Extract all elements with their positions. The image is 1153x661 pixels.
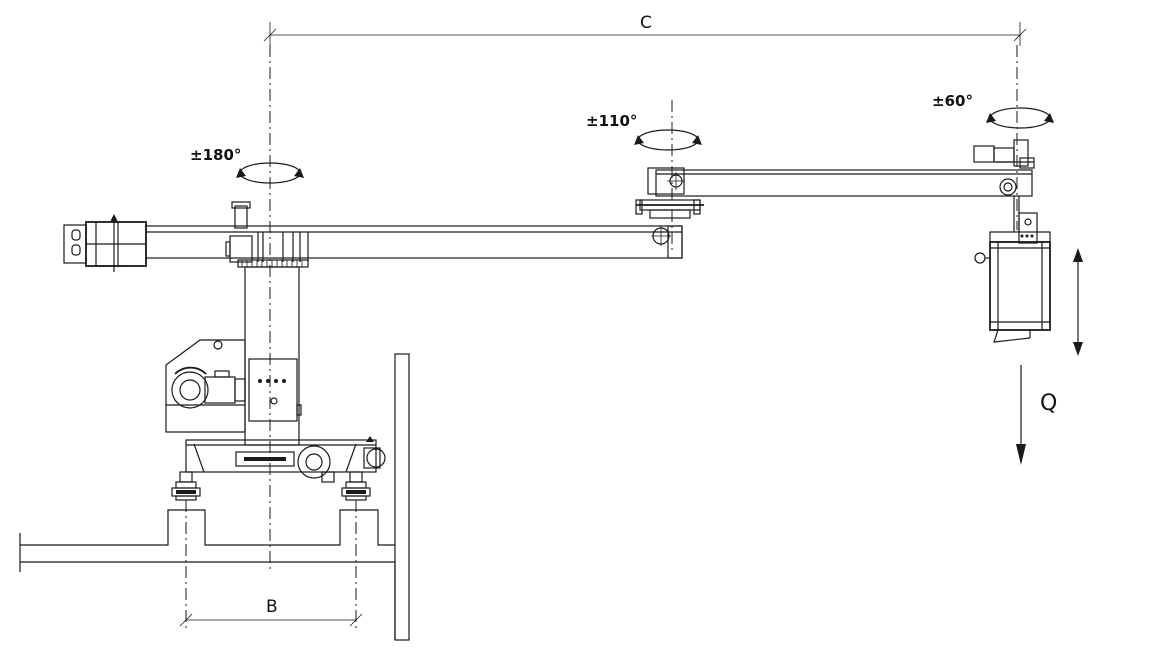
rotation-main-symbol: ±180° [190,146,304,184]
dimension-c: C [263,13,1027,46]
rotation-elbow-symbol: ±110° [586,112,702,151]
gripper-tool [974,241,1051,343]
hanger-bracket [989,196,1051,244]
base-carriage [185,436,386,483]
counterweight [63,214,147,272]
main-column [244,266,302,446]
dimension-b: B [179,500,363,632]
slew-motor [225,201,309,263]
load-arrow: Q [1016,365,1057,465]
load-q-label: Q [1040,391,1057,416]
rotation-end-label: ±60° [932,92,973,110]
left-foot [171,471,201,501]
vertical-stroke-arrow [1073,248,1083,356]
upper-arm [655,169,1033,197]
slewing-ring [237,259,309,268]
dimension-c-label: C [640,13,652,33]
rotation-elbow-label: ±110° [586,112,637,130]
dimension-b-label: B [266,597,278,617]
rotation-end-symbol: ±60° [932,92,1054,129]
rotation-main-label: ±180° [190,146,241,164]
main-beam [145,225,683,259]
drive-housing [165,339,246,433]
foundation [19,353,410,641]
right-foot [341,471,371,501]
elbow-joint [635,167,704,246]
end-motor [973,139,1035,169]
